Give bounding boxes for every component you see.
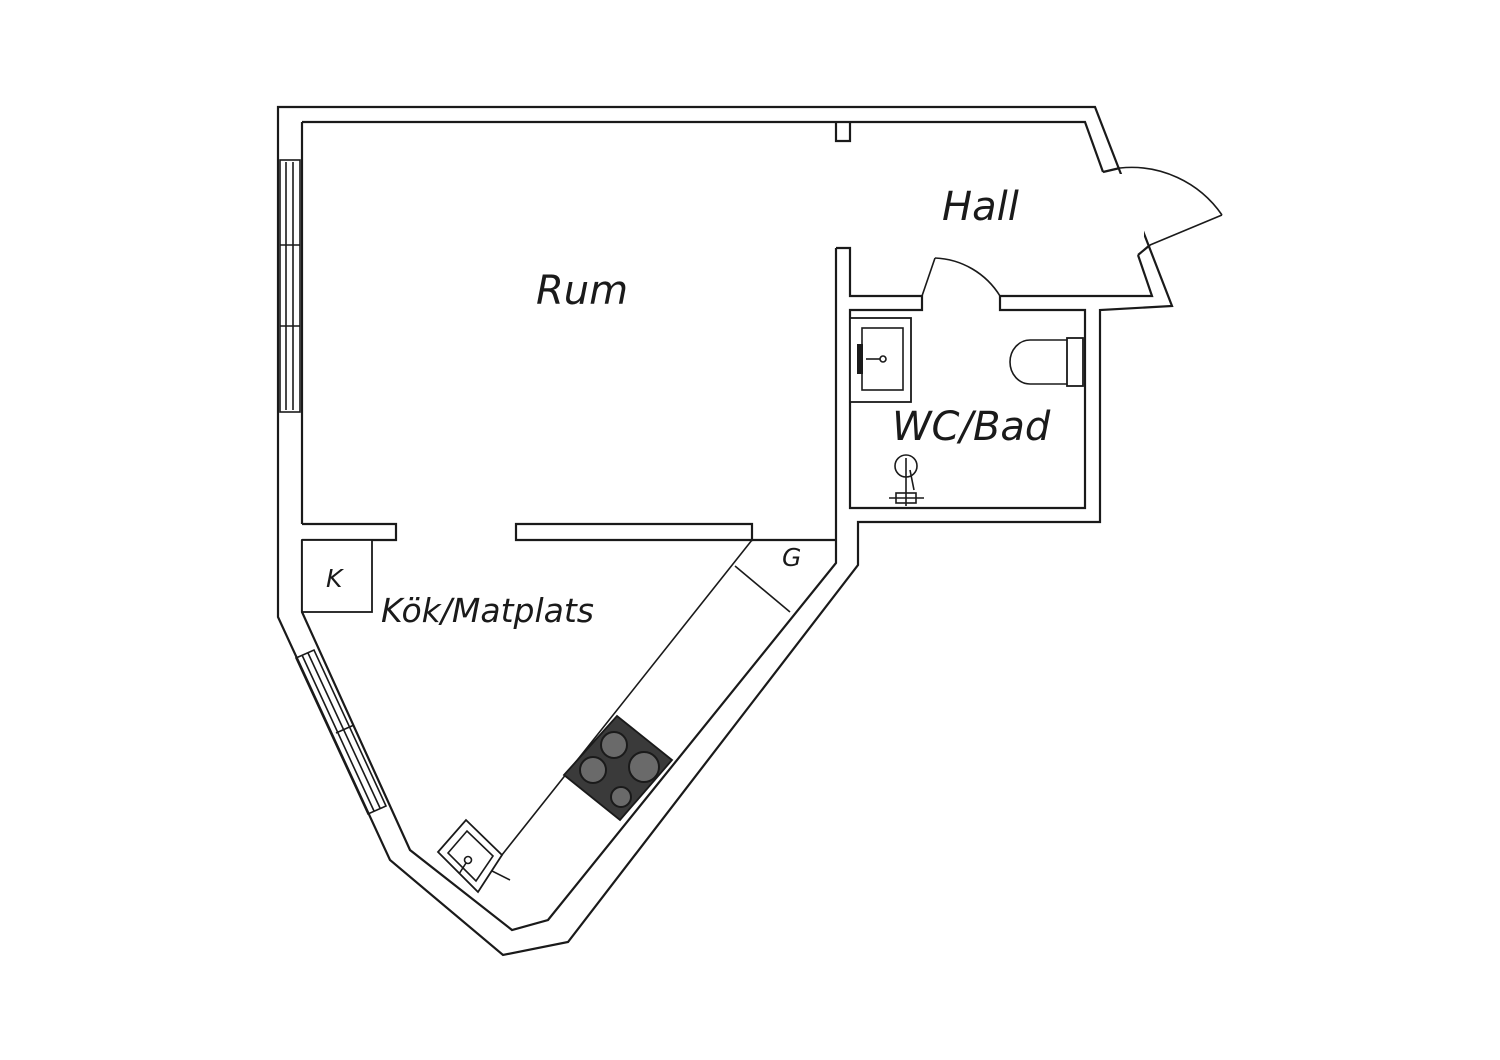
fridge-label: K <box>326 564 345 593</box>
window-left <box>279 159 301 413</box>
fridge <box>301 539 373 613</box>
appliance-label: G <box>782 543 801 572</box>
room-label-wc-bad: WC/Bad <box>892 404 1051 450</box>
shower <box>889 454 924 506</box>
room-label-kok-matplats: Kök/Matplats <box>381 591 594 630</box>
toilet <box>1009 337 1084 387</box>
room-label-rum: Rum <box>536 268 628 314</box>
kitchen-sink <box>436 818 504 894</box>
entrance-door <box>1102 166 1223 256</box>
wc-door <box>921 257 1001 297</box>
room-label-hall: Hall <box>942 184 1019 230</box>
window-kitchen <box>294 648 388 816</box>
interior-walls <box>302 122 1154 542</box>
stove <box>562 714 674 822</box>
wash-basin <box>849 317 912 403</box>
outer-walls <box>276 105 1174 957</box>
